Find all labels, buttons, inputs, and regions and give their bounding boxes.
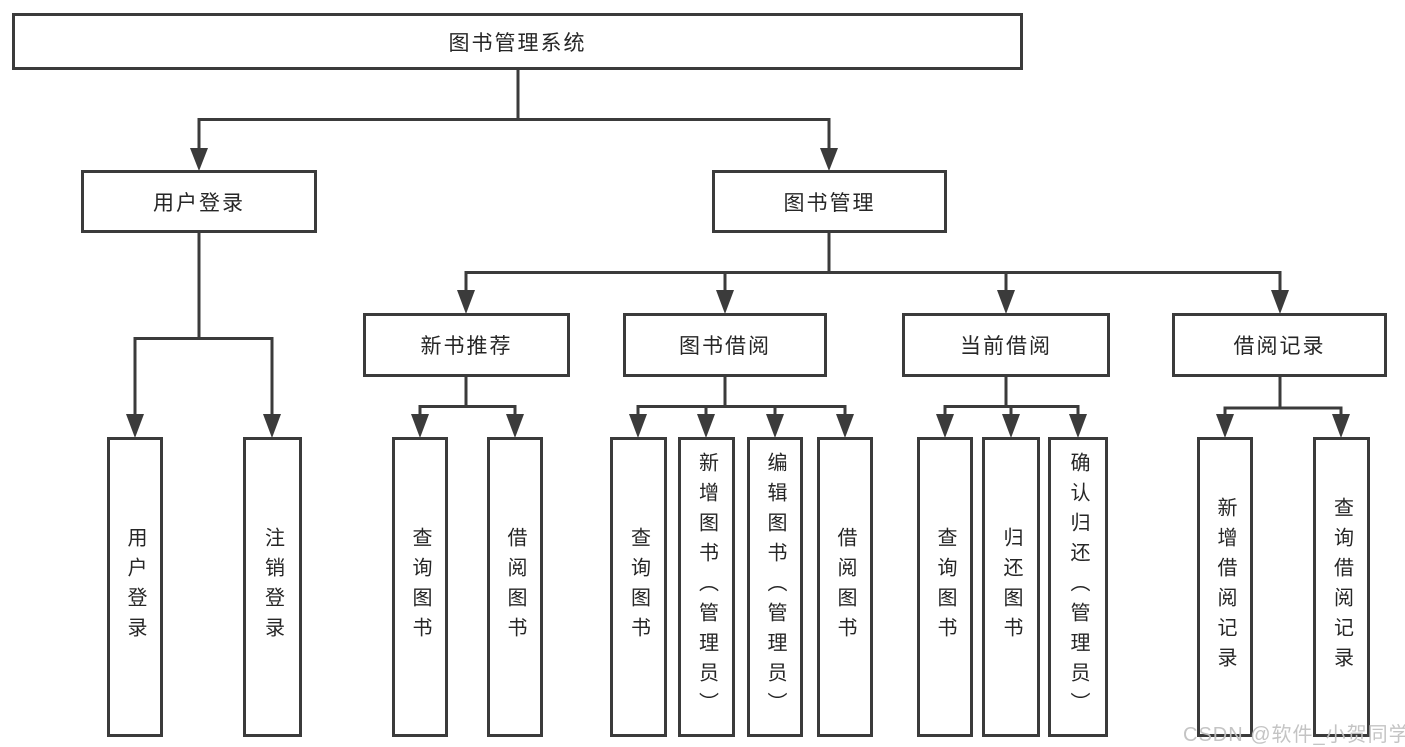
leaf-user-login-label: 用户登录 [124,527,146,647]
node-current-borrow: 当前借阅 [902,313,1110,377]
node-book-borrow-label: 图书借阅 [679,335,771,358]
leaf-borrow-books-label: 借阅图书 [834,527,856,647]
node-user-login-label: 用户登录 [153,191,245,215]
node-book-management-label: 图书管理 [783,191,876,215]
node-root: 图书管理系统 [12,13,1023,70]
node-new-book-recommend-label: 新书推荐 [420,335,513,358]
node-book-management: 图书管理 [712,170,947,233]
leaf-current-query-books-label: 查询图书 [934,527,956,647]
node-new-book-recommend: 新书推荐 [363,313,570,377]
node-book-borrow: 图书借阅 [623,313,827,377]
leaf-edit-books-admin: 编辑图书（管理员） [747,437,803,737]
leaf-add-borrow-record: 新增借阅记录 [1197,437,1253,737]
leaf-logout: 注销登录 [243,437,302,737]
leaf-recommend-borrow-books-label: 借阅图书 [504,527,526,647]
leaf-add-books-admin-label: 新增图书（管理员） [695,452,718,722]
leaf-return-books-label: 归还图书 [1000,527,1022,647]
node-borrow-records: 借阅记录 [1172,313,1387,377]
leaf-add-borrow-record-label: 新增借阅记录 [1214,497,1236,677]
leaf-query-borrow-record-label: 查询借阅记录 [1330,497,1353,677]
leaf-confirm-return-admin-label: 确认归还（管理员） [1067,452,1089,722]
leaf-logout-label: 注销登录 [261,527,284,647]
leaf-return-books: 归还图书 [982,437,1040,737]
leaf-query-borrow-record: 查询借阅记录 [1313,437,1370,737]
node-borrow-records-label: 借阅记录 [1233,335,1326,358]
node-user-login: 用户登录 [81,170,317,233]
leaf-borrow-query-books-label: 查询图书 [627,527,650,647]
leaf-recommend-query-books-label: 查询图书 [409,527,431,647]
leaf-current-query-books: 查询图书 [917,437,973,737]
leaf-borrow-query-books: 查询图书 [610,437,667,737]
leaf-recommend-query-books: 查询图书 [392,437,448,737]
watermark: CSDN @软件_小贺同学 [1183,724,1405,746]
leaf-borrow-books: 借阅图书 [817,437,873,737]
leaf-edit-books-admin-label: 编辑图书（管理员） [764,452,786,722]
node-root-label: 图书管理系统 [448,31,587,55]
leaf-confirm-return-admin: 确认归还（管理员） [1048,437,1108,737]
leaf-recommend-borrow-books: 借阅图书 [487,437,543,737]
leaf-add-books-admin: 新增图书（管理员） [678,437,735,737]
node-current-borrow-label: 当前借阅 [960,335,1052,358]
leaf-user-login: 用户登录 [107,437,163,737]
